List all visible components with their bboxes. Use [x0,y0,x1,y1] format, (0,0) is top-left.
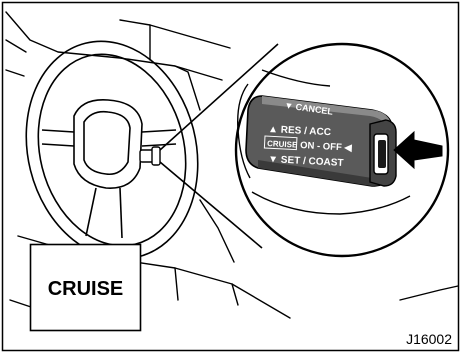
lever-stub-small [140,147,160,165]
cruise-badge-label: CRUISE [267,139,298,150]
cruise-indicator-label: CRUISE [48,278,124,300]
cruise-indicator-box: CRUISE [31,245,141,331]
reference-code: J16002 [406,331,452,347]
